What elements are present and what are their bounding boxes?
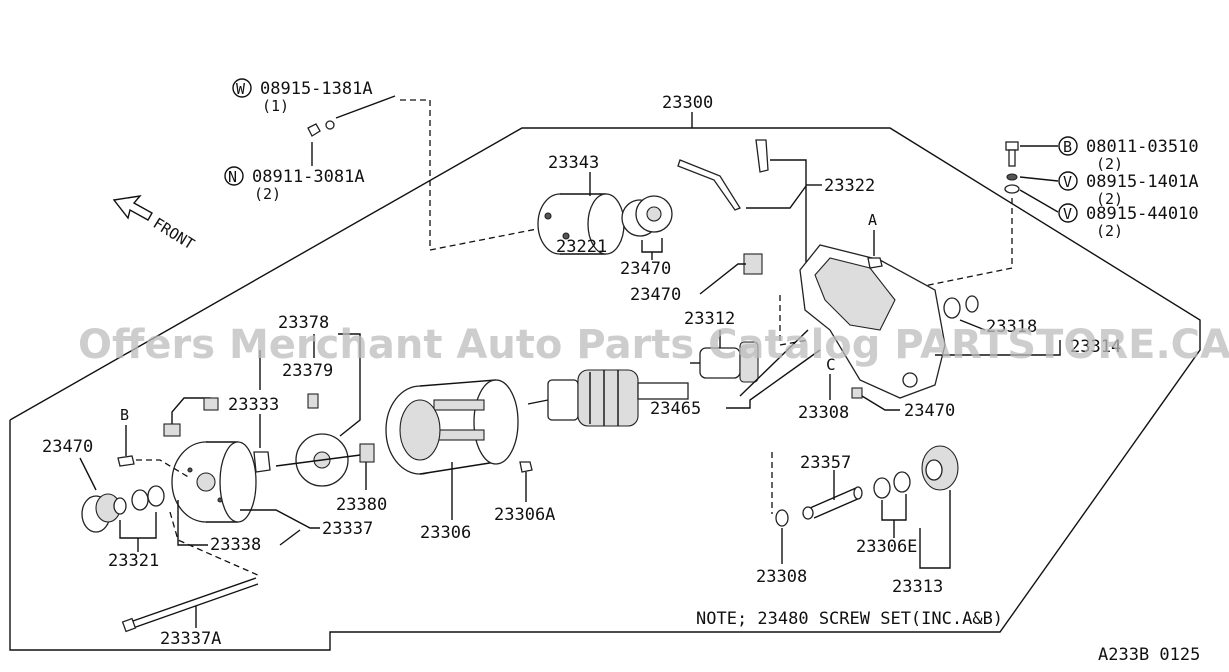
part-23314[interactable]: 23314	[1070, 337, 1121, 357]
through-bolt	[121, 577, 259, 633]
part-08915-1381A[interactable]: 08915-1381A	[260, 79, 373, 99]
part-23378[interactable]: 23378	[278, 313, 329, 333]
callout-a: A	[868, 211, 877, 229]
part-23337[interactable]: 23337	[322, 519, 373, 539]
screw-icon	[117, 455, 135, 467]
callout-b-left: B	[120, 406, 129, 424]
armature	[527, 369, 689, 427]
svg-text:V: V	[1063, 173, 1072, 191]
part-23379[interactable]: 23379	[282, 361, 333, 381]
end-cap	[81, 493, 121, 533]
part-23337A[interactable]: 23337A	[160, 629, 221, 649]
diagram-id: A233B 0125	[1098, 645, 1200, 665]
gear-housing	[799, 244, 946, 399]
callout-b: B	[1058, 136, 1078, 156]
qty-v1: (2)	[1096, 190, 1123, 208]
part-23308-a[interactable]: 23308	[798, 403, 849, 423]
front-label: FRONT	[150, 214, 198, 253]
part-23465[interactable]: 23465	[650, 399, 701, 419]
screw-icon	[519, 461, 533, 473]
c-clip-icon: C	[826, 355, 836, 374]
front-arrow-icon	[112, 195, 153, 221]
nut-icon	[307, 123, 321, 137]
part-23318[interactable]: 23318	[986, 317, 1037, 337]
washer-icon	[325, 120, 335, 130]
bolt-icon	[1005, 141, 1019, 167]
callout-n: N	[224, 166, 244, 186]
part-23308-b[interactable]: 23308	[756, 567, 807, 587]
assembly-boundary	[9, 127, 1201, 651]
svg-text:V: V	[1063, 205, 1072, 223]
callout-v1: V	[1058, 171, 1078, 191]
washer-icon	[1006, 173, 1018, 181]
part-08011-03510[interactable]: 08011-03510	[1086, 137, 1199, 157]
small-block	[851, 387, 863, 399]
qty-b: (2)	[1096, 155, 1123, 173]
overrunning-clutch	[690, 341, 759, 383]
callout-v2: V	[1058, 203, 1078, 223]
part-23300[interactable]: 23300	[662, 93, 713, 113]
qty-w: (1)	[262, 97, 289, 115]
qty-v2: (2)	[1096, 222, 1123, 240]
part-08915-44010[interactable]: 08915-44010	[1086, 204, 1199, 224]
part-23313[interactable]: 23313	[892, 577, 943, 597]
part-23306E[interactable]: 23306E	[856, 537, 917, 557]
pinion-shaft	[802, 486, 863, 520]
bushing	[943, 297, 961, 319]
qty-n: (2)	[254, 185, 281, 203]
part-23470-a[interactable]: 23470	[620, 259, 671, 279]
shift-lever	[677, 139, 769, 211]
pinion-gear	[921, 445, 959, 491]
rear-cover	[171, 441, 257, 523]
part-08911-3081A[interactable]: 08911-3081A	[252, 167, 365, 187]
washer-icon	[147, 485, 165, 507]
part-23221[interactable]: 23221	[556, 237, 607, 257]
callout-w: W	[232, 78, 252, 98]
brush-spring	[307, 393, 319, 409]
part-23333[interactable]: 23333	[228, 395, 279, 415]
part-23343[interactable]: 23343	[548, 153, 599, 173]
part-23470-c[interactable]: 23470	[904, 401, 955, 421]
part-08915-1401A[interactable]: 08915-1401A	[1086, 172, 1199, 192]
part-23470-b[interactable]: 23470	[630, 285, 681, 305]
brush-lead-wire	[163, 397, 219, 437]
part-23321[interactable]: 23321	[108, 551, 159, 571]
svg-text:B: B	[1063, 138, 1072, 156]
washer-icon	[775, 509, 789, 527]
svg-text:W: W	[236, 80, 246, 98]
bushing	[893, 471, 911, 493]
brush-icon	[253, 451, 271, 473]
small-block	[743, 253, 763, 275]
washer-icon	[131, 489, 149, 511]
svg-text:N: N	[228, 168, 237, 186]
bushing	[873, 477, 891, 499]
part-23338[interactable]: 23338	[210, 535, 261, 555]
solenoid-switch	[537, 193, 673, 255]
note-text: NOTE; 23480 SCREW SET(INC.A&B)	[696, 609, 1003, 629]
part-23470-d[interactable]: 23470	[42, 437, 93, 457]
part-23322[interactable]: 23322	[824, 176, 875, 196]
part-23380[interactable]: 23380	[336, 495, 387, 515]
part-23312[interactable]: 23312	[684, 309, 735, 329]
part-23357[interactable]: 23357	[800, 453, 851, 473]
yoke	[385, 379, 519, 475]
washer-icon	[965, 295, 979, 313]
part-23306[interactable]: 23306	[420, 523, 471, 543]
bolt-icon	[867, 257, 883, 269]
washer-icon	[1004, 184, 1020, 194]
washer-icon	[113, 497, 127, 515]
watermark: Offers Merchant Auto Parts Catalog PARTS…	[78, 322, 1229, 368]
part-23306A[interactable]: 23306A	[494, 505, 555, 525]
brush-holder	[275, 433, 375, 487]
